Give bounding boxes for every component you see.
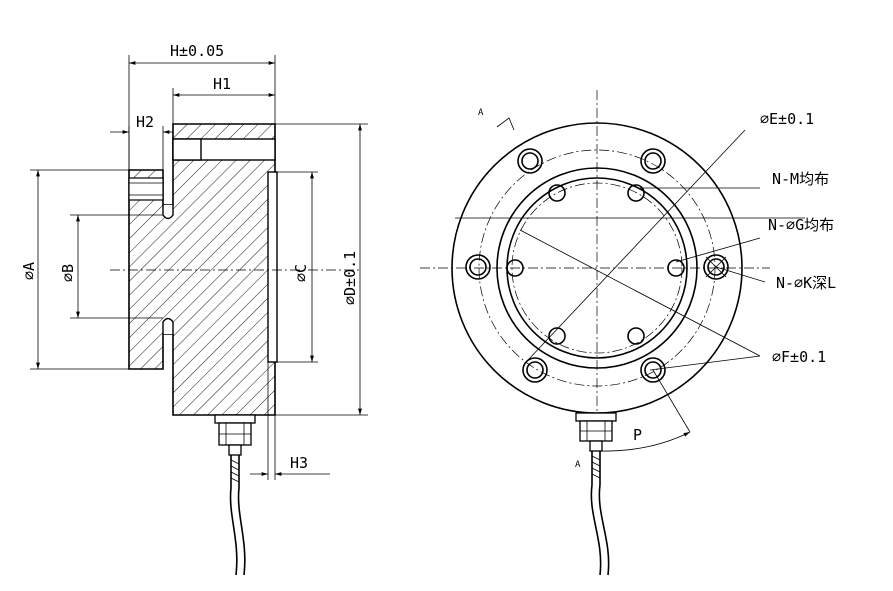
- flange-holes: [465, 148, 729, 383]
- dim-dia-d: ⌀D±0.1: [341, 251, 359, 305]
- cable-gland-left: [214, 414, 256, 576]
- dim-h1: H1: [213, 75, 231, 93]
- section-body: [128, 123, 276, 416]
- label-n-g: N-⌀G均布: [768, 216, 834, 234]
- label-n-m: N-M均布: [772, 170, 829, 188]
- dim-dia-b: ⌀B: [59, 264, 77, 282]
- dim-dia-a: ⌀A: [20, 262, 38, 280]
- dim-dia-c: ⌀C: [292, 264, 310, 282]
- section-view: H±0.05 H1 H2 H3 ⌀A ⌀B ⌀C: [20, 42, 368, 576]
- view-label-a-bottom: A: [575, 460, 581, 470]
- label-n-k: N-⌀K深L: [776, 274, 836, 292]
- dim-p: P: [633, 426, 642, 444]
- section-recess: [267, 171, 278, 363]
- cable-gland-right: [575, 412, 617, 576]
- dim-h3: H3: [290, 454, 308, 472]
- label-dia-f: ⌀F±0.1: [772, 348, 826, 366]
- view-label-a-top: A: [478, 108, 484, 118]
- dim-h-total: H±0.05: [170, 42, 224, 60]
- mount-holes: [506, 184, 685, 345]
- section-thread-hole: [128, 177, 164, 201]
- body-circle: [496, 167, 698, 369]
- dim-h2: H2: [136, 113, 154, 131]
- front-view: P A A ⌀E±0.1 N-M均布 N-⌀G均布 N-⌀K深L ⌀F±0.1: [420, 90, 836, 576]
- label-dia-e: ⌀E±0.1: [760, 110, 814, 128]
